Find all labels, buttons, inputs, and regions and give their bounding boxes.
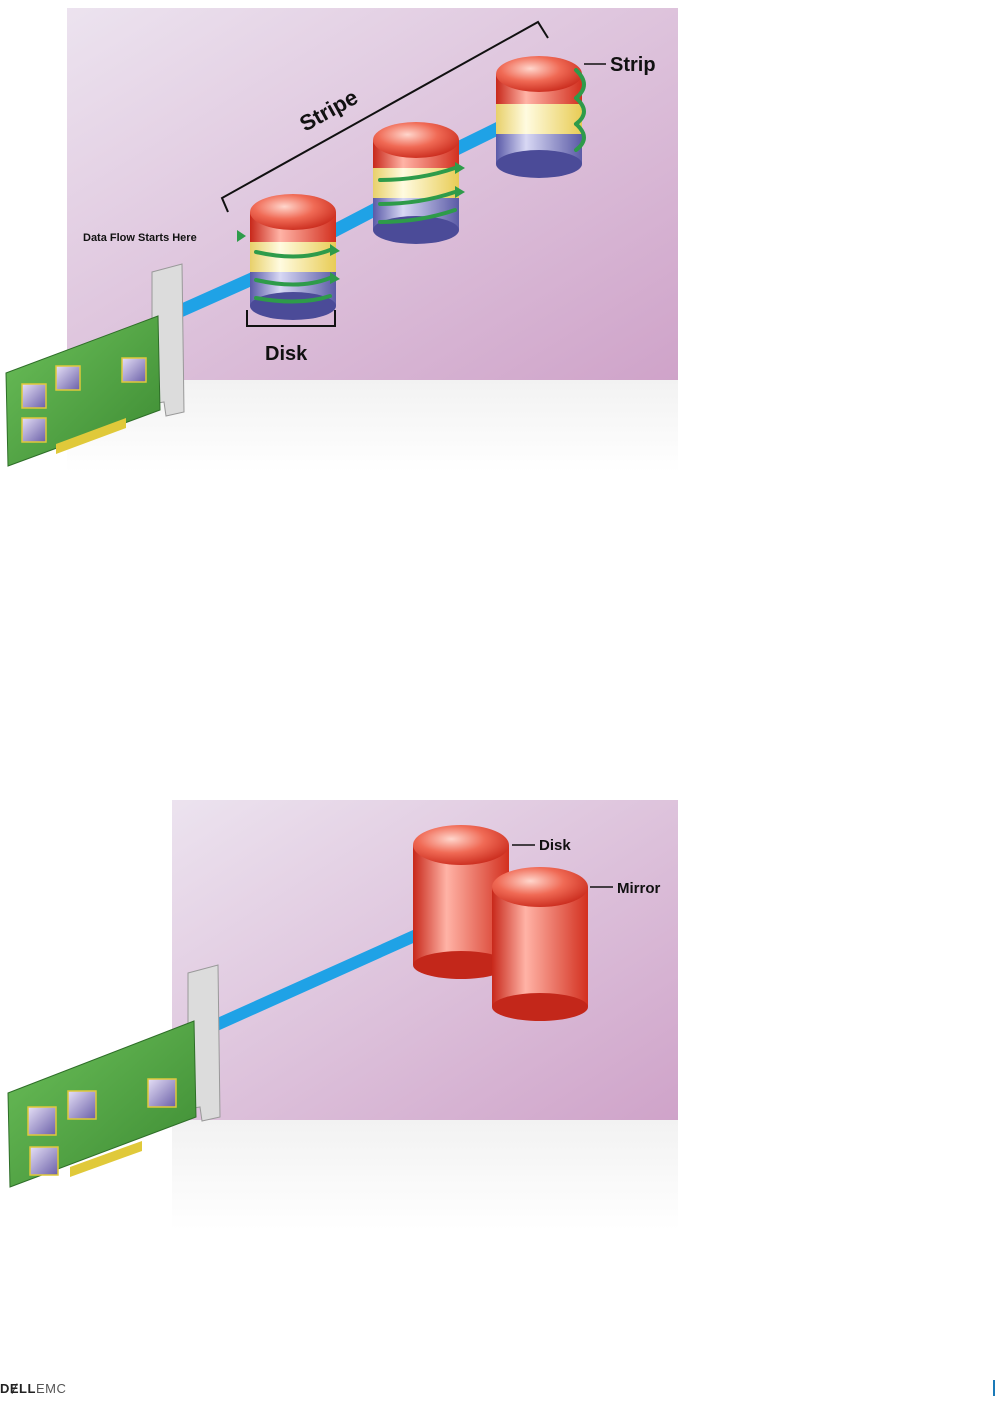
footer-divider-bar — [993, 1380, 995, 1396]
mirror-disk-secondary — [492, 867, 588, 1021]
logo-emc-text: EMC — [36, 1381, 66, 1396]
strip-label: Strip — [610, 54, 656, 76]
floor-shadow — [172, 1120, 678, 1230]
disk-label: Disk — [265, 343, 308, 365]
stripe-disk-2 — [373, 122, 459, 244]
logo-dell-text: DɆLL — [0, 1381, 36, 1396]
mirror-disk-label: Disk — [539, 837, 571, 854]
mirror-label: Mirror — [617, 880, 661, 897]
raid-mirror-diagram: Disk Mirror — [0, 795, 999, 1235]
data-flow-label: Data Flow Starts Here — [83, 232, 197, 244]
stripe-disk-3 — [496, 56, 582, 178]
dell-emc-logo: DɆLLEMC — [0, 1381, 66, 1396]
raid-stripe-diagram: Stripe — [0, 0, 999, 480]
